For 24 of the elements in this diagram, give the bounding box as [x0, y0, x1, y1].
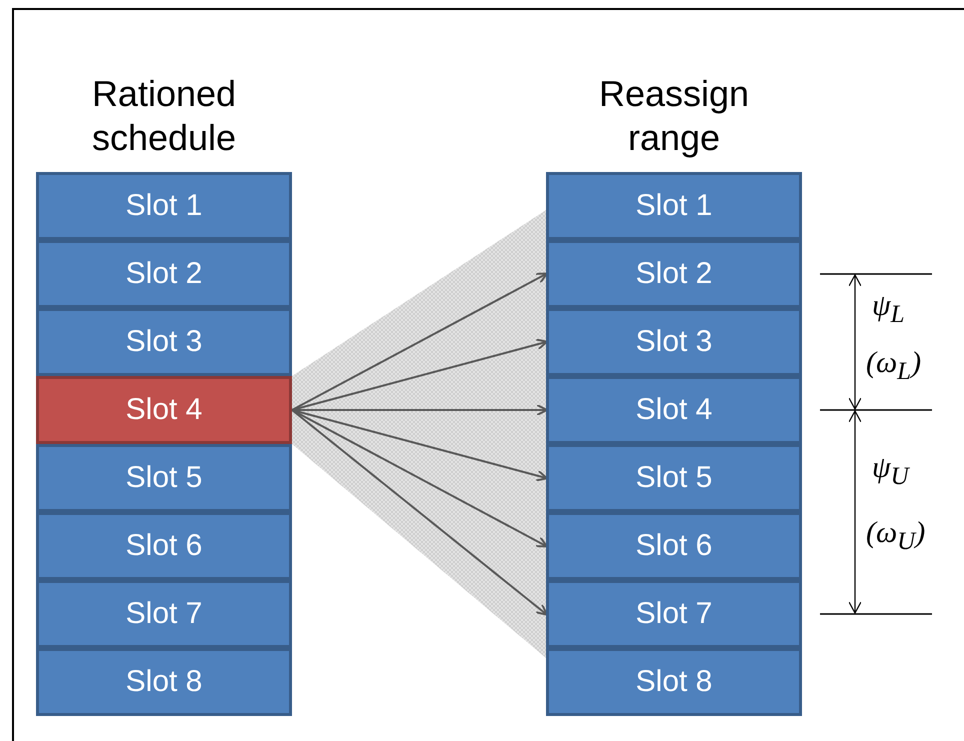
slot-box: Slot 3 — [36, 308, 292, 376]
dimension-symbol: (ω$_{L}$) — [866, 345, 922, 387]
slot-box: Slot 8 — [36, 648, 292, 716]
slot-box: Slot 4 — [36, 376, 292, 444]
slot-box: Slot 7 — [36, 580, 292, 648]
arrow — [292, 272, 548, 411]
slot-box: Slot 5 — [546, 444, 802, 512]
slot-box: Slot 2 — [546, 240, 802, 308]
slot-box: Slot 1 — [36, 172, 292, 240]
slot-box: Slot 6 — [36, 512, 292, 580]
slot-box: Slot 8 — [546, 648, 802, 716]
arrow — [291, 409, 548, 616]
column-heading: Rationed schedule — [90, 72, 238, 160]
column-heading: Reassign range — [598, 72, 750, 160]
slot-box: Slot 5 — [36, 444, 292, 512]
slot-box: Slot 7 — [546, 580, 802, 648]
slot-box: Slot 2 — [36, 240, 292, 308]
dimension-symbol: ψ$_{U}$ — [872, 450, 909, 492]
slot-box: Slot 3 — [546, 308, 802, 376]
dimension-symbol: ψ$_{L}$ — [872, 288, 905, 330]
dimension-symbol: (ω$_{U}$) — [866, 515, 926, 557]
slot-box: Slot 6 — [546, 512, 802, 580]
slot-box: Slot 4 — [546, 376, 802, 444]
slot-box: Slot 1 — [546, 172, 802, 240]
